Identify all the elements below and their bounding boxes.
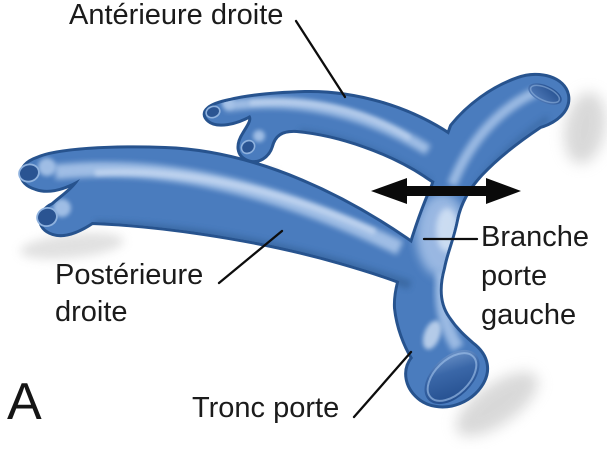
label-portal-trunk: Tronc porte: [192, 392, 340, 424]
right-posterior-branch-outline: [19, 145, 435, 295]
left-branch-lumen-rim: [529, 84, 561, 104]
trunk-lumen-opening: [424, 349, 480, 405]
leader-line-posterior: [217, 229, 284, 285]
trunk-lumen-rim: [426, 352, 478, 402]
leader-line-anterior: [294, 19, 347, 99]
posterior-tip-opening-lower: [36, 206, 58, 228]
label-posterior-right: Postérieure droite: [55, 259, 204, 328]
posterior-tip-opening-upper: [18, 163, 40, 183]
right-anterior-branch-vessel: [205, 92, 462, 192]
leader-line-trunk: [352, 350, 413, 419]
label-left-portal-branch: Branche porte gauche: [481, 221, 590, 331]
left-branch-lumen-opening: [528, 83, 562, 105]
label-anterior-right: Antérieure droite: [69, 0, 284, 31]
anterior-tip-opening-upper: [205, 105, 221, 119]
bidirectional-flow-arrow: [371, 178, 521, 204]
annotation-lines: [217, 19, 521, 419]
lumen-openings: [18, 83, 562, 405]
panel-letter: A: [7, 373, 42, 431]
anterior-tip-opening-lower: [240, 139, 256, 155]
